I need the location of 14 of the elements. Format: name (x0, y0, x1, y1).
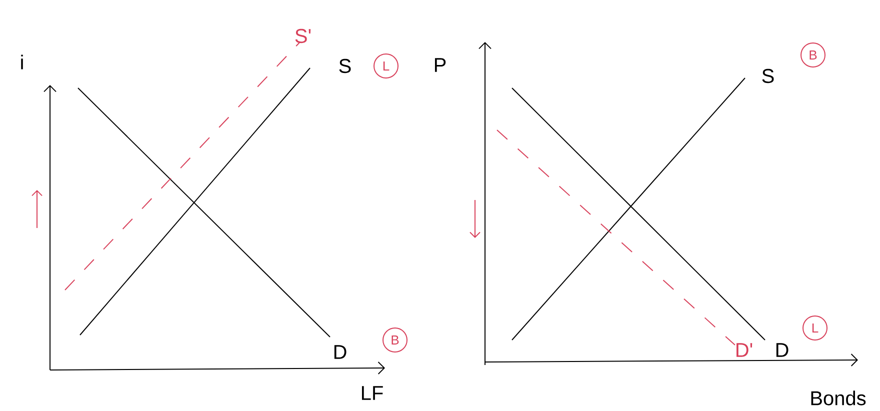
circled-letter: B (382, 328, 408, 352)
curve-label: S' (295, 28, 311, 44)
circled-letter: L (802, 316, 828, 340)
curve-label: D (776, 343, 788, 357)
curve-label: LF (362, 386, 383, 400)
curve-label: D (334, 345, 346, 359)
curve-label: Bonds (811, 390, 866, 406)
curve-label: i (21, 54, 23, 70)
curve-label: D' (736, 343, 752, 357)
curve-label: P (434, 58, 446, 72)
circled-letter: B (800, 42, 826, 68)
curve-label: S (762, 68, 774, 84)
circled-letter: L (374, 54, 398, 78)
curve-label: S (339, 58, 351, 74)
